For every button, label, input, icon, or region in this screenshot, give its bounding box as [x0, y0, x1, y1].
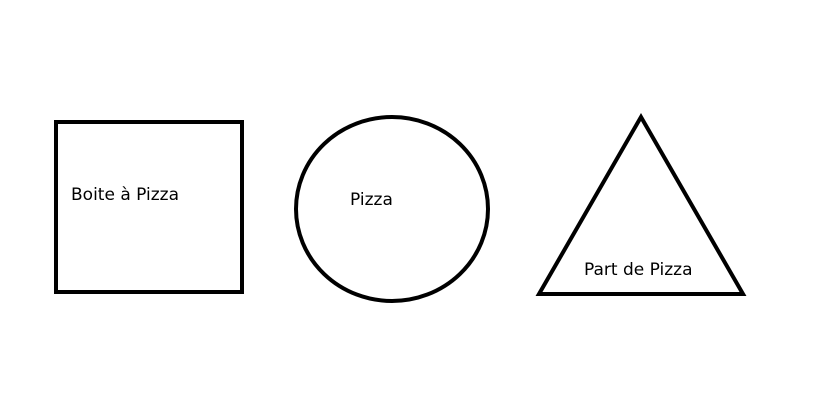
pizza-box-shape-group: Boite à Pizza [54, 120, 244, 294]
pizza-box-label: Boite à Pizza [71, 185, 179, 205]
square-shape [54, 120, 244, 294]
pizza-slice-label: Part de Pizza [584, 260, 692, 280]
triangle-shape [535, 112, 747, 296]
pizza-shape-group: Pizza [294, 115, 490, 303]
pizza-slice-shape-group: Part de Pizza [535, 112, 747, 296]
circle-shape [294, 115, 490, 303]
pizza-label: Pizza [350, 190, 393, 210]
